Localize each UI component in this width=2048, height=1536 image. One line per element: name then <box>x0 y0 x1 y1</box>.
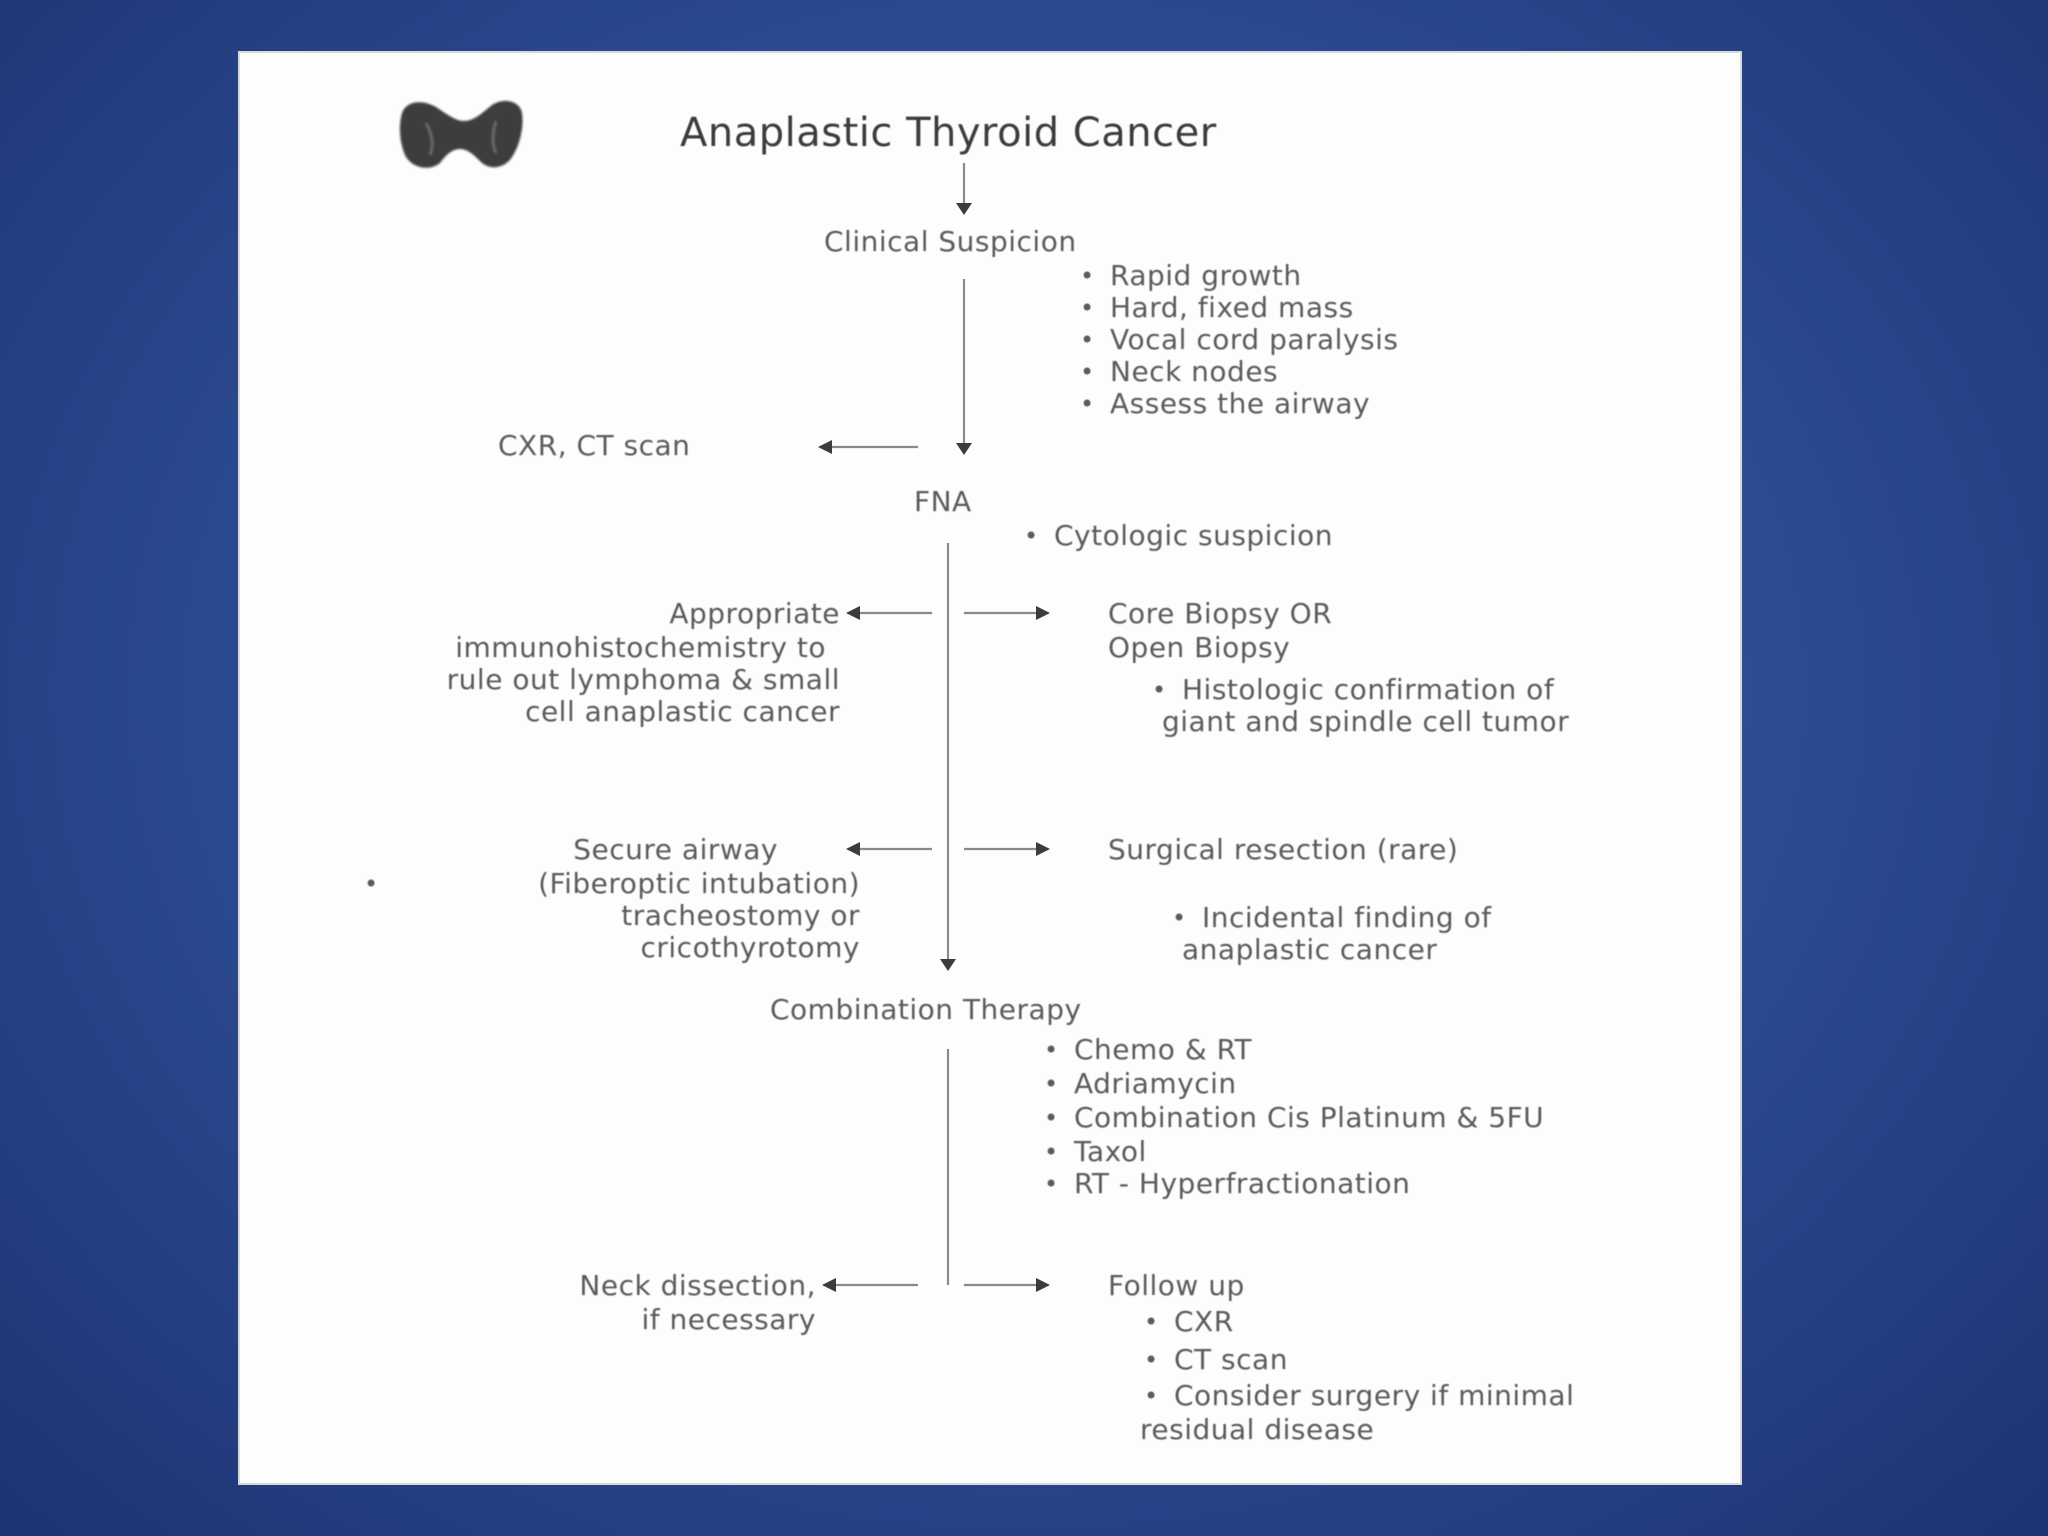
arrowhead-right <box>1036 842 1050 856</box>
surgery-heading: Surgical resection (rare) <box>1108 833 1459 866</box>
biopsy-bullet-cont: giant and spindle cell tumor <box>1162 705 1570 738</box>
arrowhead-down <box>956 203 972 215</box>
airway-heading: Secure airway <box>573 833 778 866</box>
followup-bullet-cont: residual disease <box>1140 1413 1375 1446</box>
ihc-line: Appropriate <box>669 597 840 630</box>
diagram-slide: Anaplastic Thyroid Cancer Clinical Suspi… <box>238 51 1742 1485</box>
arrowhead-down <box>956 443 972 455</box>
clinical-bullet: Assess the airway <box>1076 387 1370 421</box>
diagram-title: Anaplastic Thyroid Cancer <box>680 110 1217 156</box>
followup-bullet: CT scan <box>1140 1343 1288 1377</box>
clinical-suspicion-heading: Clinical Suspicion <box>824 225 1077 258</box>
arrowhead-right <box>1036 1278 1050 1292</box>
combo-bullet: Taxol <box>1040 1135 1147 1169</box>
ihc-line: rule out lymphoma & small <box>446 663 840 696</box>
arrowhead-left <box>818 440 832 454</box>
airway-bullet-cont: cricothyrotomy <box>640 931 860 964</box>
ihc-line: immunohistochemistry to <box>455 631 826 664</box>
combo-bullet: Adriamycin <box>1040 1067 1237 1101</box>
clinical-bullet: Neck nodes <box>1076 355 1278 389</box>
arrowhead-left <box>846 606 860 620</box>
arrowhead-right <box>1036 606 1050 620</box>
clinical-bullet: Hard, fixed mass <box>1076 291 1354 325</box>
clinical-bullet: Vocal cord paralysis <box>1076 323 1398 357</box>
surgery-bullet: Incidental finding of <box>1168 901 1492 935</box>
combination-therapy-heading: Combination Therapy <box>770 993 1082 1026</box>
followup-bullet: CXR <box>1140 1305 1234 1339</box>
fna-bullet: Cytologic suspicion <box>1020 519 1333 553</box>
flowchart-connectors <box>818 163 1050 1292</box>
followup-bullet: Consider surgery if minimal <box>1140 1379 1574 1413</box>
imaging-label: CXR, CT scan <box>498 429 691 462</box>
clinical-bullet: Rapid growth <box>1076 259 1302 293</box>
combo-bullet: Combination Cis Platinum & 5FU <box>1040 1101 1544 1135</box>
arrowhead-left <box>846 842 860 856</box>
arrowhead-left <box>822 1278 836 1292</box>
surgery-bullet-cont: anaplastic cancer <box>1182 933 1438 966</box>
thyroid-gland-icon <box>399 100 523 168</box>
airway-bullet-cont: tracheostomy or <box>621 899 860 932</box>
biopsy-line: Open Biopsy <box>1108 631 1291 664</box>
ihc-line: cell anaplastic cancer <box>525 695 840 728</box>
followup-heading: Follow up <box>1108 1269 1245 1302</box>
neck-line: if necessary <box>641 1303 816 1336</box>
neck-line: Neck dissection, <box>579 1269 816 1302</box>
biopsy-line: Core Biopsy OR <box>1108 597 1333 630</box>
combo-bullet: RT - Hyperfractionation <box>1040 1167 1410 1201</box>
fna-heading: FNA <box>914 485 972 518</box>
biopsy-bullet: Histologic confirmation of <box>1148 673 1554 707</box>
combo-bullet: Chemo & RT <box>1040 1033 1252 1067</box>
airway-bullet: (Fiberoptic intubation) <box>538 867 860 900</box>
arrowhead-down <box>940 959 956 971</box>
